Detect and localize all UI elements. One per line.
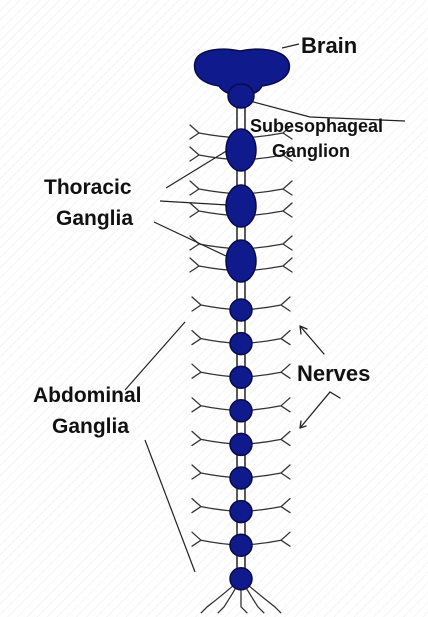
nerve-arrow-upper [300, 326, 324, 354]
brain-label: Brain [301, 35, 357, 57]
subesophageal-ganglion [228, 84, 254, 108]
thoracic-leader-line-3 [154, 222, 226, 256]
abdominal-ganglion [230, 400, 252, 422]
subesophageal-label-line-1: Subesophageal [250, 117, 383, 135]
abdominal-ganglion [230, 534, 252, 556]
thoracic-label-line-2: Ganglia [56, 208, 133, 229]
ganglia [195, 49, 290, 282]
thoracic-ganglion-3 [226, 240, 256, 282]
abdominal-ganglion [230, 568, 252, 590]
abdominal-leader-line-1 [125, 322, 185, 390]
abdominal-ganglia [230, 299, 252, 590]
thoracic-label-line-1: Thoracic [44, 177, 132, 198]
brain-leader-line [282, 44, 299, 48]
abdominal-ganglion [230, 333, 252, 355]
abdominal-label-line-2: Ganglia [52, 416, 129, 437]
thoracic-ganglion-2 [226, 185, 256, 227]
nerves-label: Nerves [297, 363, 370, 385]
subesophageal-label-line-2: Ganglion [272, 142, 350, 160]
abdominal-label-line-1: Abdominal [33, 385, 142, 406]
nerve-arrow-lower [300, 392, 340, 428]
abdominal-ganglion [230, 433, 252, 455]
abdominal-ganglion [230, 299, 252, 321]
abdominal-ganglion [230, 366, 252, 388]
thoracic-leader-line-2 [160, 201, 228, 205]
abdominal-leader-line-2 [145, 440, 195, 572]
abdominal-ganglion [230, 467, 252, 489]
abdominal-ganglion [230, 501, 252, 523]
